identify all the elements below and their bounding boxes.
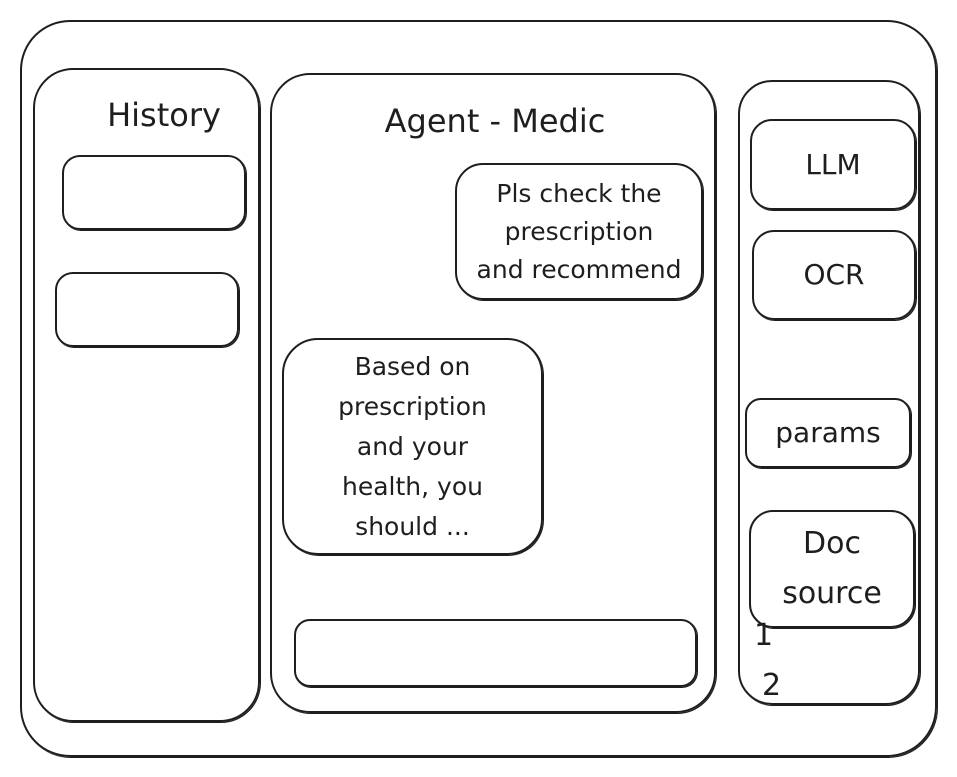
history-item[interactable] bbox=[62, 155, 246, 230]
history-panel bbox=[33, 68, 260, 722]
params-button[interactable]: params bbox=[745, 398, 911, 468]
agent-message-bubble: Based on prescription and your health, y… bbox=[282, 338, 543, 555]
doc-list-item[interactable]: 1 bbox=[754, 618, 774, 653]
chat-title: Agent - Medic bbox=[384, 102, 606, 140]
user-message-bubble: Pls check the prescription and recommend bbox=[455, 163, 703, 300]
history-item[interactable] bbox=[55, 272, 239, 347]
llm-selector[interactable]: LLM bbox=[750, 119, 916, 210]
ocr-selector[interactable]: OCR bbox=[752, 230, 916, 320]
chat-input[interactable] bbox=[294, 619, 697, 687]
chat-panel bbox=[270, 73, 716, 713]
doc-list-item[interactable]: 2 bbox=[762, 668, 782, 703]
history-title: History bbox=[107, 96, 221, 134]
settings-panel bbox=[738, 80, 920, 705]
doc-source-box[interactable]: Doc source bbox=[749, 510, 915, 628]
app-window bbox=[20, 20, 937, 757]
